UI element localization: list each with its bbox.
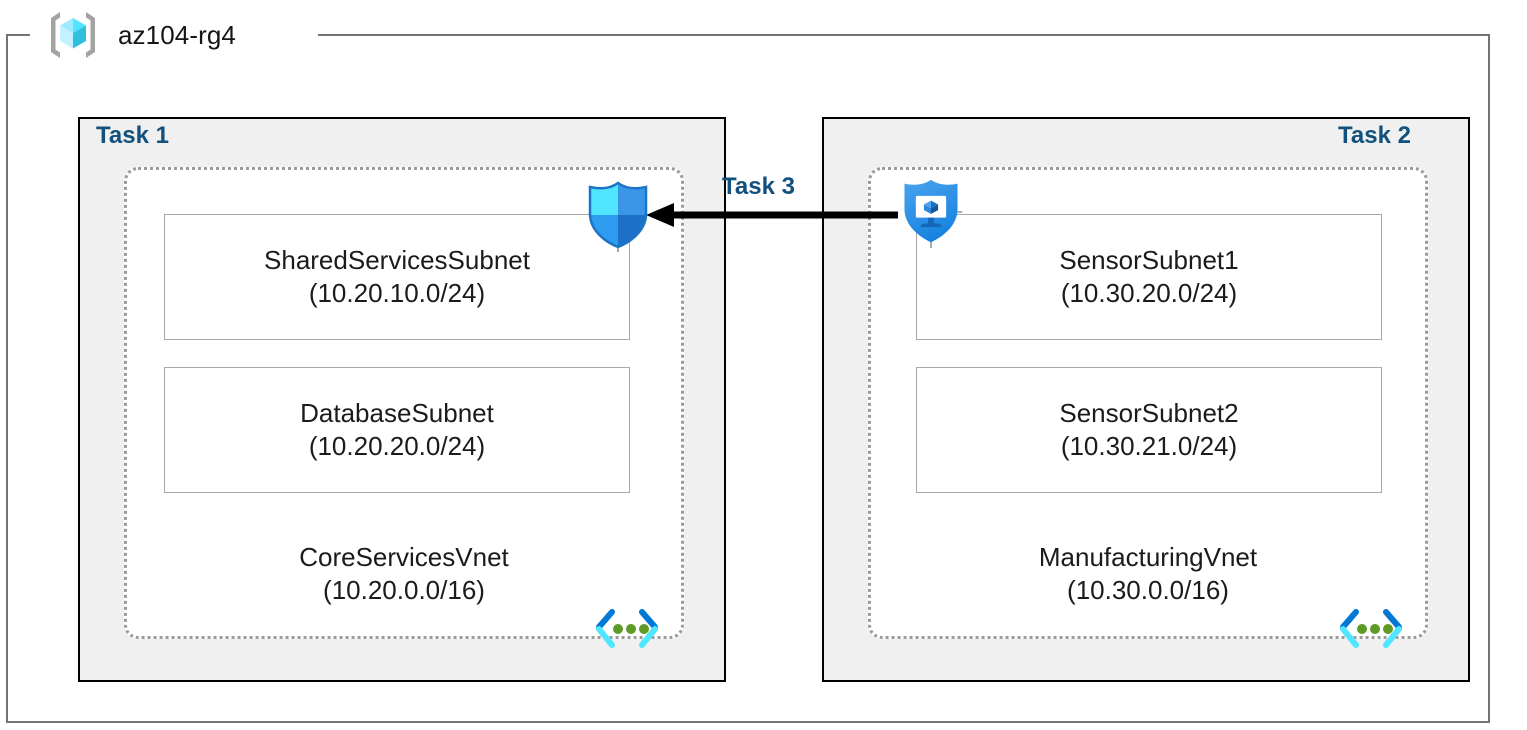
subnet-database: DatabaseSubnet (10.20.20.0/24) — [164, 367, 630, 493]
vnet-cidr: (10.20.0.0/16) — [323, 574, 485, 605]
vnet-manufacturing-caption: ManufacturingVnet (10.30.0.0/16) — [868, 542, 1428, 605]
resource-group-name: az104-rg4 — [118, 19, 236, 50]
subnet-cidr: (10.30.21.0/24) — [1060, 431, 1238, 461]
task-3-label: Task 3 — [722, 173, 795, 200]
vnet-core-services-caption: CoreServicesVnet (10.20.0.0/16) — [124, 542, 684, 605]
vnet-cidr: (10.30.0.0/16) — [1067, 574, 1229, 605]
subnet-name: SharedServicesSubnet — [264, 245, 530, 276]
subnet-cidr: (10.20.10.0/24) — [308, 278, 486, 308]
subnet-name: SensorSubnet2 — [1059, 398, 1239, 429]
resource-group-header: az104-rg4 — [44, 6, 236, 64]
vnet-name: ManufacturingVnet — [1038, 542, 1258, 572]
subnet-cidr: (10.20.20.0/24) — [308, 431, 486, 461]
virtual-network-icon — [596, 609, 658, 648]
subnet-sensor-1: SensorSubnet1 (10.30.20.0/24) — [916, 214, 1382, 340]
task-1-label: Task 1 — [96, 122, 169, 149]
resource-group-cube-icon — [51, 12, 95, 58]
subnet-name: DatabaseSubnet — [300, 398, 494, 429]
subnet-shared-services: SharedServicesSubnet (10.20.10.0/24) — [164, 214, 630, 340]
resource-group-frame — [6, 34, 1490, 723]
subnet-cidr: (10.30.20.0/24) — [1060, 278, 1238, 308]
task-2-label: Task 2 — [1338, 122, 1411, 149]
virtual-network-icon — [1340, 609, 1402, 648]
firewall-shield-icon — [588, 181, 648, 252]
vnet-name: CoreServicesVnet — [299, 542, 509, 572]
subnet-name: SensorSubnet1 — [1059, 245, 1239, 276]
left-arrow-icon — [646, 203, 898, 227]
resource-group-frame-notch — [30, 24, 318, 46]
defender-shield-monitor-icon — [904, 179, 963, 248]
subnet-sensor-2: SensorSubnet2 (10.30.21.0/24) — [916, 367, 1382, 493]
